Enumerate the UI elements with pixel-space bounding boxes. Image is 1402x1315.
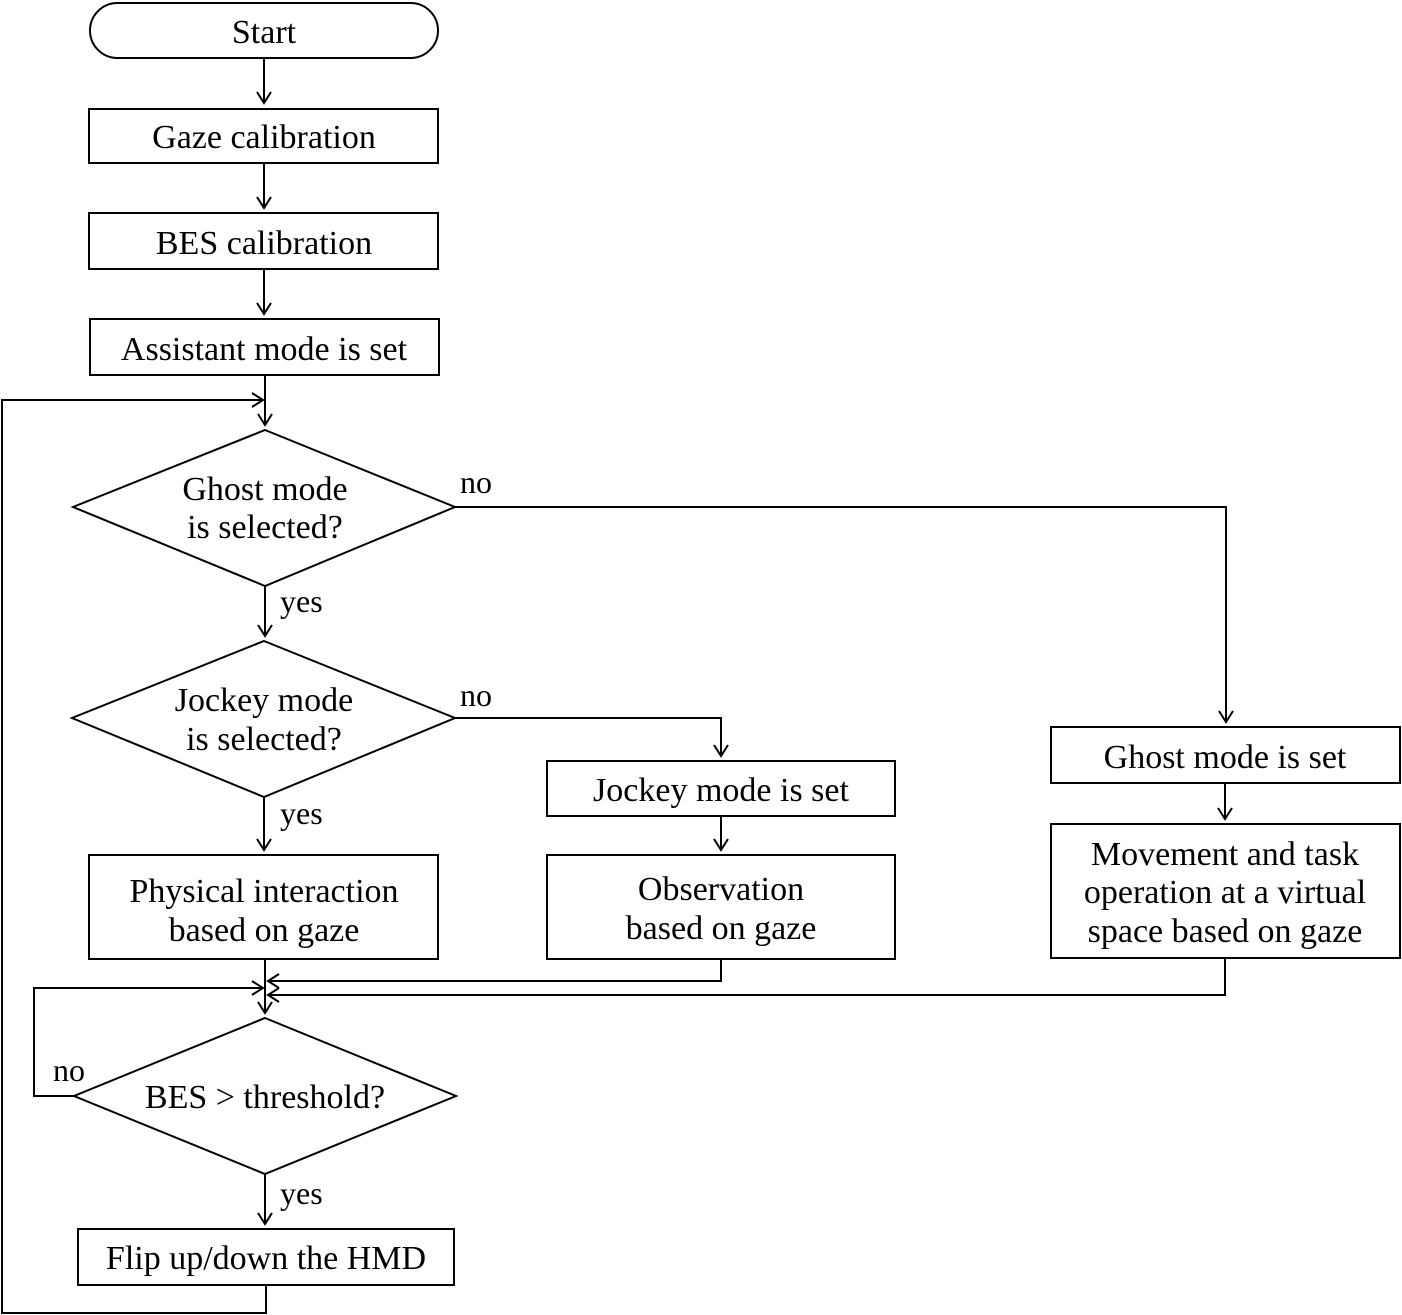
arrow-jockey-no <box>455 717 729 758</box>
bes-decision-label: BES > threshold? <box>145 1079 385 1116</box>
jockey-mode-set-label: Jockey mode is set <box>593 772 849 809</box>
assistant-mode-label: Assistant mode is set <box>121 331 408 368</box>
physical-interaction-line-2: based on gaze <box>169 912 360 949</box>
arrow-assistant-to-ghost-decision <box>257 375 273 427</box>
arrow-start-to-gaze <box>256 58 272 105</box>
bes-calibration-label: BES calibration <box>156 225 372 262</box>
jockey-decision-line-1: Jockey mode <box>175 682 353 719</box>
arrow-movement-merge <box>266 958 1226 1003</box>
movement-task-line-3: space based on gaze <box>1088 913 1363 950</box>
ghost-decision-line-2: is selected? <box>187 509 343 546</box>
jockey-decision-line-2: is selected? <box>186 721 342 758</box>
arrow-gaze-to-bes <box>256 163 272 210</box>
arrow-bes-to-assistant <box>256 269 272 316</box>
jockey-no-label: no <box>460 677 492 713</box>
observation-node: Observation based on gaze <box>546 854 896 960</box>
jockey-mode-decision: Jockey mode is selected? <box>69 639 458 799</box>
arrow-observation-merge <box>266 959 722 989</box>
loop-back-arrow <box>1 392 267 1314</box>
ghost-mode-set-node: Ghost mode is set <box>1050 726 1401 784</box>
arrow-jockey-set-to-observation <box>713 816 729 852</box>
physical-interaction-line-1: Physical interaction <box>129 873 398 910</box>
assistant-mode-node: Assistant mode is set <box>89 318 440 376</box>
flip-hmd-label: Flip up/down the HMD <box>106 1240 426 1277</box>
bes-no-label: no <box>53 1052 85 1088</box>
ghost-decision-line-1: Ghost mode <box>182 471 347 508</box>
movement-task-line-2: operation at a virtual <box>1084 874 1366 911</box>
arrow-bes-yes <box>257 1174 273 1226</box>
movement-task-node: Movement and task operation at a virtual… <box>1050 823 1401 959</box>
bes-calibration-node: BES calibration <box>88 212 439 270</box>
observation-line-2: based on gaze <box>626 910 817 947</box>
jockey-mode-set-node: Jockey mode is set <box>546 760 896 817</box>
ghost-no-label: no <box>460 464 492 500</box>
observation-line-1: Observation <box>638 871 804 908</box>
arrow-ghost-yes <box>257 586 273 638</box>
gaze-calibration-node: Gaze calibration <box>88 108 439 164</box>
arrow-physical-to-bes-decision <box>257 959 273 1015</box>
arrow-bes-no-loop <box>33 980 265 1097</box>
ghost-yes-label: yes <box>280 583 323 619</box>
arrow-ghost-no <box>455 506 1234 724</box>
physical-interaction-node: Physical interaction based on gaze <box>88 854 439 960</box>
movement-task-line-1: Movement and task <box>1091 836 1359 873</box>
bes-threshold-decision: BES > threshold? <box>71 1016 459 1176</box>
arrow-ghost-set-to-movement <box>1217 783 1233 821</box>
ghost-mode-decision: Ghost mode is selected? <box>70 428 458 588</box>
arrow-jockey-yes <box>256 797 272 852</box>
jockey-yes-label: yes <box>280 795 323 831</box>
bes-yes-label: yes <box>280 1175 323 1211</box>
start-node: Start <box>89 2 439 59</box>
start-label: Start <box>232 14 297 51</box>
ghost-mode-set-label: Ghost mode is set <box>1104 739 1347 776</box>
flip-hmd-node: Flip up/down the HMD <box>77 1228 455 1286</box>
gaze-calibration-label: Gaze calibration <box>152 119 376 156</box>
